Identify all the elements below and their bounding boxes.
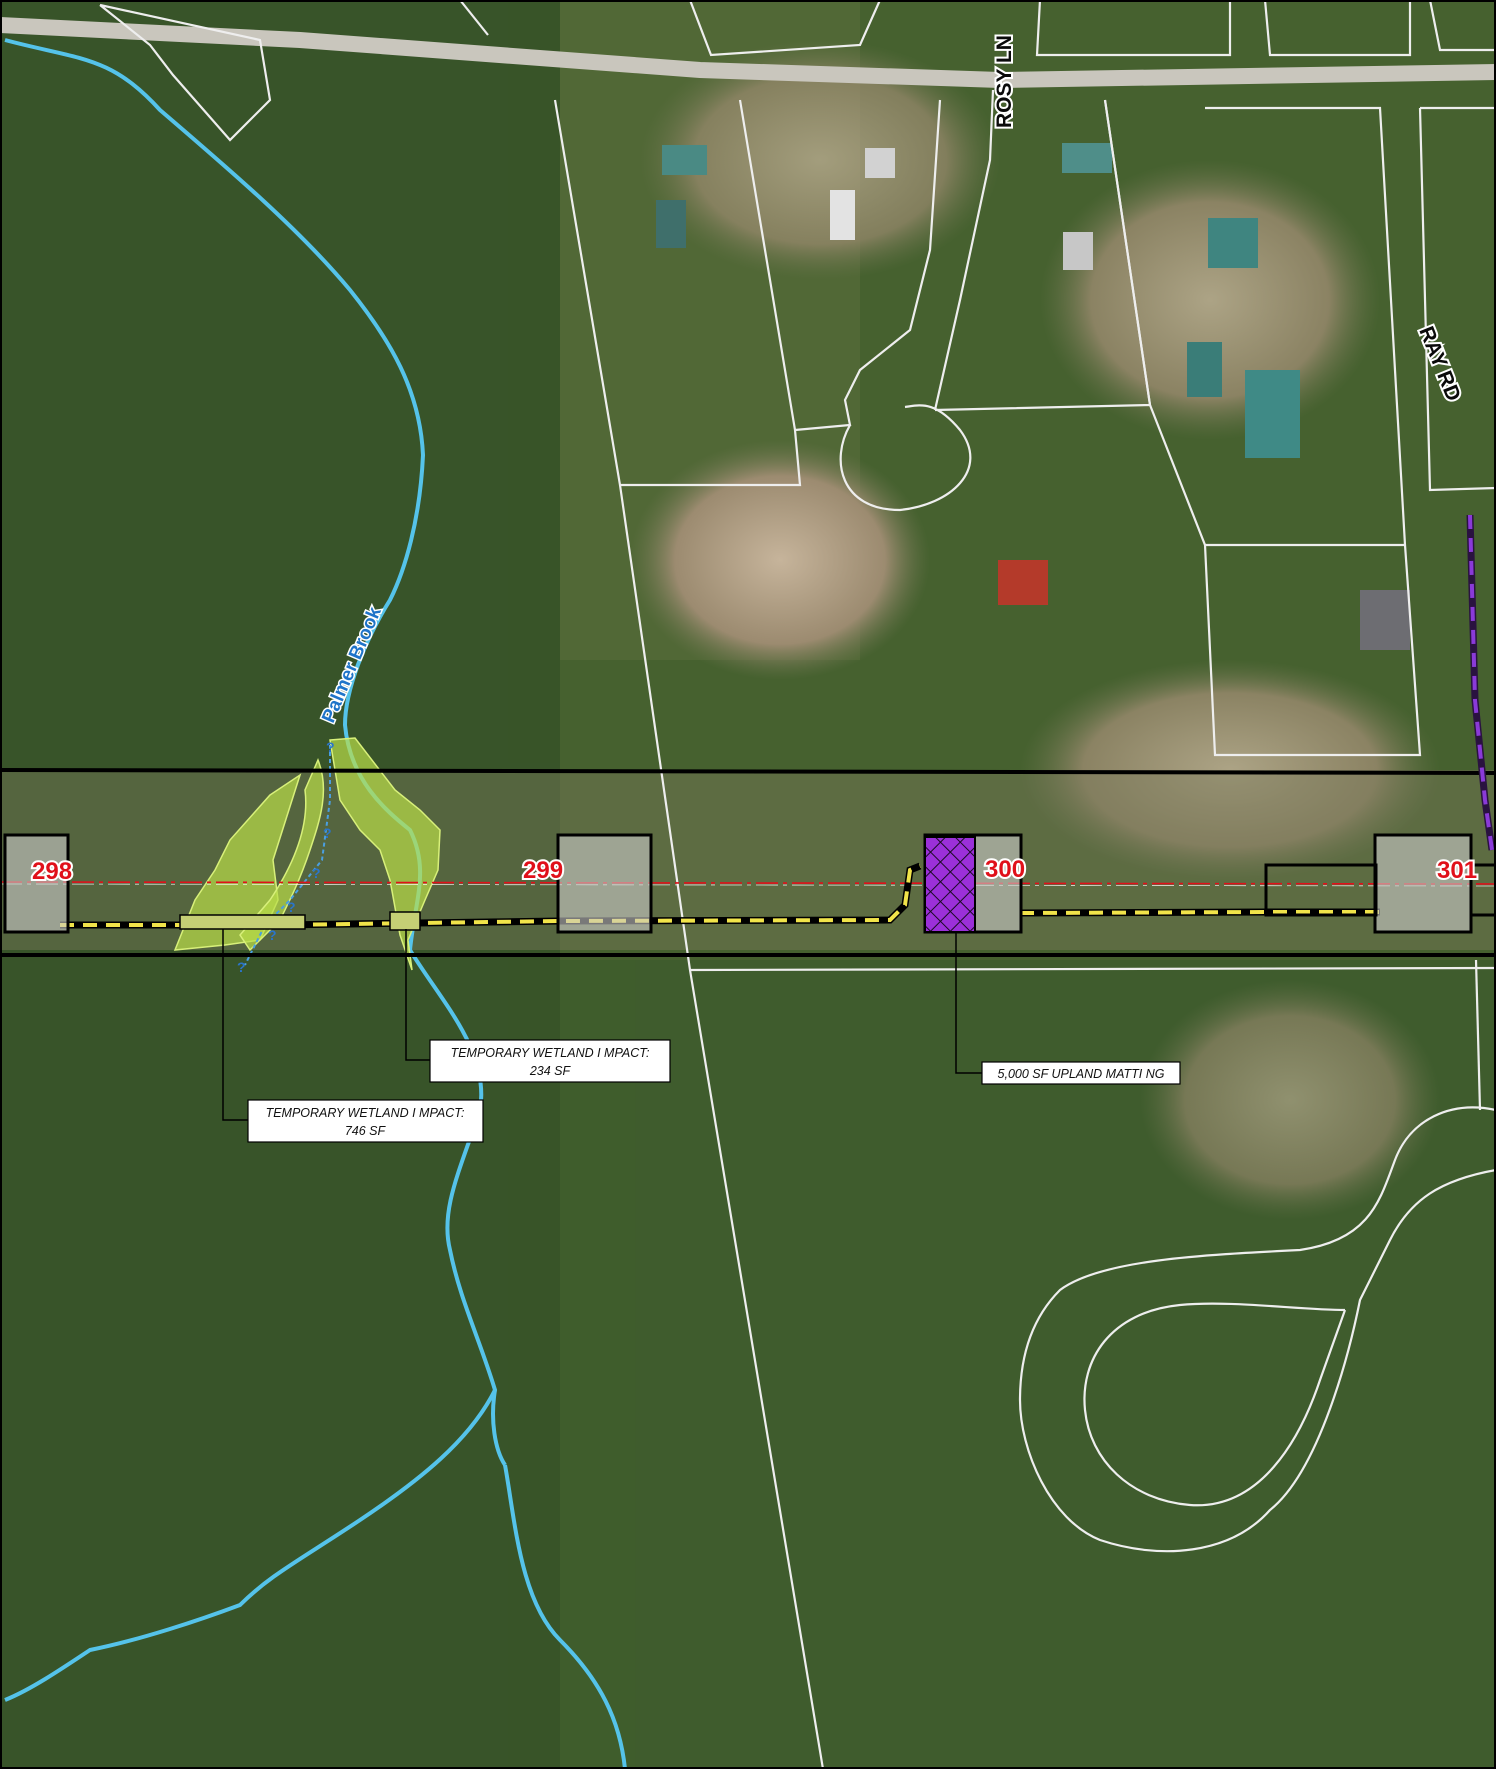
structure-pad-301 — [1373, 833, 1473, 934]
structure-label-299: 299 — [523, 857, 563, 884]
centerline-highlight — [0, 883, 1496, 887]
parcel-lines — [99, 0, 1496, 1769]
road-label-rosy-ln: ROSY LN — [993, 35, 1016, 128]
structure-boxes — [3, 833, 1496, 934]
wetland-flag-marker: ? — [323, 825, 332, 841]
question-mark-marker-icon: ? ? ? ? ? ? — [237, 739, 335, 975]
structure-pad-298 — [3, 833, 70, 934]
callout-leader-lines — [222, 929, 982, 1121]
stream-lower — [503, 1464, 627, 1769]
structure-label-301: 301 — [1437, 857, 1477, 884]
main-road — [0, 17, 1496, 89]
callout-wetland-impact-746: TEMPORARY WETLAND I MPACT: 746 SF — [247, 1099, 484, 1143]
callout-upland-matting: 5,000 SF UPLAND MATTI NG — [981, 1061, 1181, 1085]
wetland-flag-marker: ? — [237, 959, 246, 975]
callout-upland-matting-text: 5,000 SF UPLAND MATTI NG — [998, 1067, 1165, 1081]
callout-234-line1: TEMPORARY WETLAND I MPACT: — [451, 1046, 650, 1060]
structure-pad-301-extension — [1264, 863, 1378, 917]
wetland-flag-marker: ? — [312, 865, 321, 881]
callout-746-line1: TEMPORARY WETLAND I MPACT: — [266, 1106, 465, 1120]
callout-746-line2: 746 SF — [345, 1124, 387, 1138]
right-of-way-north — [0, 768, 1496, 775]
structure-pad-299 — [556, 833, 653, 934]
wetland-flag-line — [244, 745, 331, 966]
structure-label-300: 300 — [985, 856, 1025, 883]
wetland-flag-marker: ? — [287, 899, 296, 915]
crosshatch-pad-icon — [924, 836, 976, 933]
callout-wetland-impact-234: TEMPORARY WETLAND I MPACT: 234 SF — [429, 1039, 671, 1083]
stream-branch — [4, 1389, 497, 1702]
structure-label-298: 298 — [32, 858, 72, 885]
callout-234-line2: 234 SF — [529, 1064, 572, 1078]
buildings — [656, 143, 1410, 650]
wetland-polygon — [239, 758, 325, 952]
transmission-centerline — [0, 881, 1496, 885]
wetland-flag-marker: ? — [326, 739, 335, 755]
temporary-wetland-impact-pads — [179, 911, 421, 931]
clearings — [0, 40, 1496, 1220]
wetland-flag-marker: ? — [268, 927, 277, 943]
structure-pad-right-edge — [1469, 863, 1496, 917]
